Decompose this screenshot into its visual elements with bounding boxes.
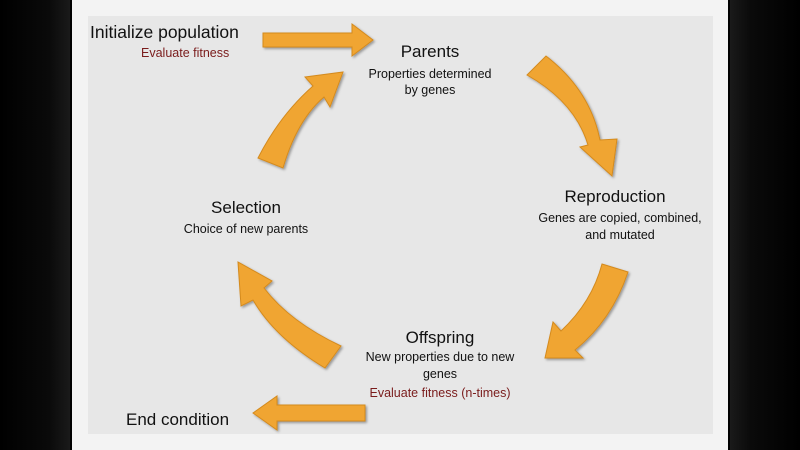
left-border: [0, 0, 70, 450]
offspring-line2: genes: [422, 367, 458, 381]
slide-canvas: [88, 16, 713, 434]
parents-title: Parents: [400, 42, 460, 61]
offspring-line1: New properties due to new: [365, 350, 515, 364]
end-label: End condition: [126, 410, 230, 429]
end-arrow: [252, 395, 366, 431]
arrow-selection-to-parents: [257, 71, 344, 169]
reproduction-line2: and mutated: [585, 228, 655, 242]
offspring-note: Evaluate fitness (n-times): [369, 386, 511, 400]
offspring-title: Offspring: [405, 328, 475, 347]
parents-line1: Properties determined: [368, 67, 492, 81]
arrow-offspring-to-selection: [237, 261, 342, 369]
selection-line1: Choice of new parents: [183, 222, 309, 236]
reproduction-title: Reproduction: [564, 187, 666, 206]
selection-title: Selection: [211, 198, 281, 217]
arrow-reproduction-to-offspring: [544, 263, 629, 359]
right-border: [730, 0, 800, 450]
slide-frame: [72, 0, 728, 450]
start-label: Initialize population: [90, 22, 239, 42]
start-note: Evaluate fitness: [141, 46, 230, 60]
parents-line2: by genes: [404, 83, 456, 97]
reproduction-line1: Genes are copied, combined,: [538, 211, 702, 225]
arrow-parents-to-reproduction: [526, 55, 618, 178]
start-arrow: [262, 22, 374, 58]
